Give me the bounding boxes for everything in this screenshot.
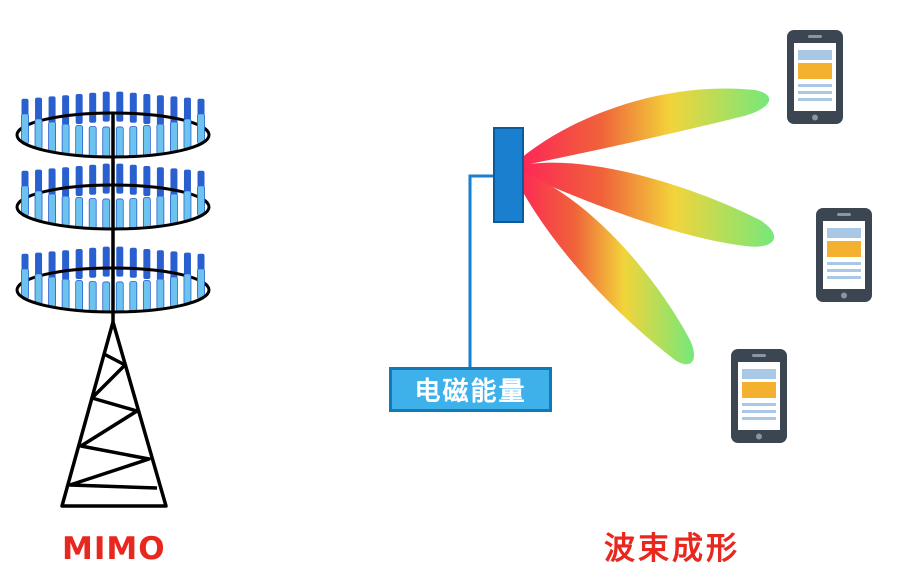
antenna-rod [156, 167, 164, 198]
antenna-rod [115, 281, 124, 313]
antenna-rod [102, 246, 110, 277]
antenna-tower-icon [15, 91, 211, 508]
antenna-rod [21, 185, 29, 217]
antenna-rod [61, 278, 70, 310]
smartphone-icon [816, 208, 872, 302]
antenna-rod [61, 195, 70, 227]
antenna-rod [48, 193, 56, 225]
antenna-rod [102, 91, 110, 122]
beam-lobe-icon [510, 162, 775, 247]
antenna-rod [143, 166, 151, 196]
antenna-array-icon [15, 91, 211, 314]
antenna-rod [102, 126, 111, 158]
antenna-rod [129, 281, 138, 312]
antenna-rod [61, 123, 70, 155]
lattice-mast [60, 112, 168, 508]
antenna-rod [21, 113, 29, 145]
antenna-rod [183, 273, 192, 305]
antenna-rod [129, 92, 137, 123]
antenna-rod [88, 126, 97, 157]
antenna-rod [116, 246, 124, 277]
antenna-rod [183, 190, 192, 222]
antenna-rod [89, 247, 97, 278]
antenna-rod [102, 281, 111, 313]
beam-lobe-icon [510, 88, 770, 168]
antenna-rod [75, 166, 83, 196]
antenna-rod [88, 198, 97, 229]
antenna-rod [156, 250, 164, 281]
smartphone-icon [787, 30, 843, 124]
antenna-rod [75, 94, 83, 124]
antenna-rod [21, 268, 29, 300]
beam-lobe-icon [510, 168, 695, 365]
antenna-rod [89, 164, 97, 195]
beamforming-caption: 波束成形 [604, 531, 740, 567]
antenna-rod [197, 185, 205, 217]
antenna-rod [156, 195, 165, 227]
antenna-rod [102, 163, 110, 194]
antenna-rod [75, 249, 83, 279]
smartphone-icon [731, 349, 787, 443]
antenna-rod [102, 198, 111, 230]
antenna-ring [15, 91, 211, 159]
antenna-rod [143, 249, 151, 279]
antenna-rod [197, 113, 205, 145]
antenna-rod [48, 276, 56, 308]
antenna-rod [142, 197, 151, 228]
antenna-ring [15, 163, 211, 231]
antenna-panel [468, 127, 524, 367]
antenna-rod [142, 280, 151, 311]
antenna-rod [170, 193, 178, 225]
antenna-rod [156, 95, 164, 126]
antenna-rod [143, 94, 151, 124]
antenna-rod [116, 91, 124, 122]
antenna-rod [183, 118, 192, 150]
antenna-rod [129, 164, 137, 195]
antenna-rod [129, 198, 138, 229]
antenna-rod [116, 163, 124, 194]
antenna-rod [75, 280, 84, 311]
antenna-rod [197, 268, 205, 300]
antenna-ring [15, 246, 211, 314]
antenna-rod [62, 95, 70, 126]
antenna-rod [34, 190, 43, 222]
antenna-rod [75, 125, 84, 156]
antenna-rod [89, 92, 97, 123]
antenna-rod [156, 278, 165, 310]
antenna-rod [62, 167, 70, 198]
antenna-rod [75, 197, 84, 228]
antenna-rod [34, 273, 43, 305]
antenna-rod [115, 198, 124, 230]
antenna-rod [48, 121, 56, 153]
antenna-rod [142, 125, 151, 156]
antenna-rod [170, 121, 178, 153]
beam-lobes [510, 88, 775, 365]
energy-label-box: 电磁能量 [389, 367, 552, 412]
mimo-caption: MIMO [62, 531, 166, 567]
antenna-rod [129, 247, 137, 278]
antenna-rod [34, 118, 43, 150]
antenna-rod [62, 250, 70, 281]
antenna-rod [170, 276, 178, 308]
antenna-rod [129, 126, 138, 157]
phones [731, 30, 872, 443]
antenna-rod [156, 123, 165, 155]
antenna-rod [115, 126, 124, 158]
antenna-rod [88, 281, 97, 312]
